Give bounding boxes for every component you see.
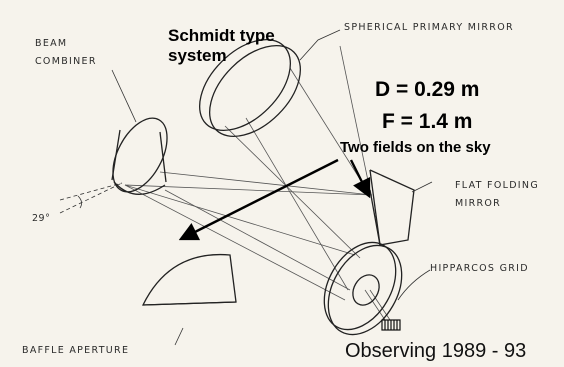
angle-indicator — [59, 182, 123, 214]
sky-field-arrows — [178, 158, 371, 241]
flat-folding-mirror-label-line2: MIRROR — [455, 198, 502, 209]
beam-combiner-label-line1: BEAM — [35, 38, 68, 49]
schmidt-title-line2: system — [168, 46, 227, 65]
spherical-primary-mirror — [198, 38, 302, 138]
diameter-value: D = 0.29 m — [375, 78, 480, 101]
beam-combiner-label-line2: COMBINER — [35, 56, 97, 67]
observing-period: Observing 1989 - 93 — [345, 340, 527, 362]
label-leaders — [111, 29, 433, 346]
flat-folding-mirror-label-line1: FLAT FOLDING — [455, 180, 539, 191]
flat-folding-mirror — [369, 169, 415, 246]
focal-length-value: F = 1.4 m — [382, 110, 473, 133]
baffle-aperture — [141, 253, 237, 306]
baffle-aperture-label: BAFFLE APERTURE — [22, 345, 130, 356]
schmidt-title-line1: Schmidt type — [168, 26, 275, 45]
two-fields-note: Two fields on the sky — [340, 139, 491, 156]
hipparcos-grid-label: HIPPARCOS GRID — [430, 263, 529, 274]
angle-label: 29° — [32, 213, 51, 224]
beam-combiner — [111, 117, 168, 195]
light-rays — [124, 45, 391, 321]
hipparcos-grid-element — [381, 319, 401, 331]
focal-mirror — [323, 241, 403, 336]
spherical-primary-mirror-label: SPHERICAL PRIMARY MIRROR — [344, 22, 514, 33]
